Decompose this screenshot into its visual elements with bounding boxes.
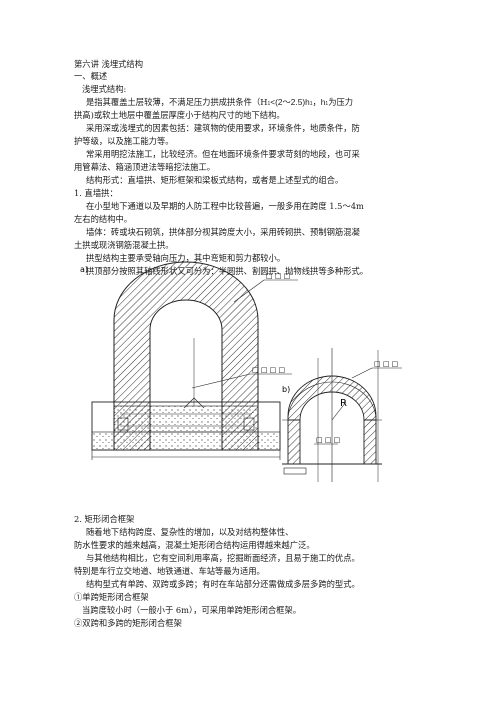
paragraph: 在小型地下通道以及早期的人防工程中比较普遍，一般多用在跨度 1.5～4m	[86, 201, 364, 211]
paragraph: 与其他结构相比，它有空间利用率高，挖掘断面经济，且易于施工的优点。	[86, 553, 360, 563]
paragraph-cont: 防水性要求的越来越高，混凝土矩形闭合结构运用得越来越广泛。	[74, 540, 315, 550]
arch-structure-figure: a) □ □ □ □ □ □ □ b)	[80, 261, 402, 482]
subheading-straight-wall-arch: 1. 直墙拱：	[74, 188, 118, 198]
definition-line: 是指其覆盖土层较薄，不满足压力拱成拱条件（H1<(2～2.5)h1，h1为压力	[86, 97, 354, 107]
paragraph: 拱型结构主要承受轴向压力，其中弯矩和剪力都较小。	[86, 253, 286, 263]
paragraph: 拱顶部分按照其轴线形状又可分为：半圆拱、割圆拱、抛物线拱等多种形式。	[86, 266, 369, 276]
callout-label-a1: □ □ □	[266, 272, 290, 280]
list-item-single-span: ①单跨矩形闭合框架	[74, 592, 149, 602]
paragraph: 当跨度较小时（一般小于 6m），可采用单跨矩形闭合框架。	[82, 605, 302, 615]
paragraph-cont: 护等级，以及施工能力等。	[74, 136, 174, 146]
radius-label: R	[340, 398, 347, 409]
paragraph: 采用深或浅埋式的因素包括：建筑物的使用要求，环境条件，地质条件，防	[86, 123, 360, 133]
paragraph: 常采用明挖法施工，比较经济。但在地面环境条件要求苛刻的地段，也可采	[86, 149, 360, 159]
arch-diagram-b: R □ □ □ □ □ □	[282, 348, 402, 482]
callout-label-b1: □ □ □	[374, 360, 398, 368]
lecture-title: 第六讲 浅埋式结构	[74, 59, 144, 69]
section-heading-overview: 一、概述	[74, 71, 108, 81]
paragraph-cont: 左右的结构中。	[74, 214, 133, 224]
paragraph: 结构形式：直墙拱、矩形框架和梁板式结构，或者是上述型式的组合。	[86, 175, 344, 185]
figure-label-a: a)	[80, 265, 88, 274]
callout-label-b2: □ □ □	[316, 436, 340, 444]
figure-label-b: b)	[282, 385, 290, 394]
callout-label-a2: □ □ □ □	[252, 366, 285, 374]
definition-line-cont: 拱高)或软土地层中覆盖层厚度小于结构尺寸的地下结构。	[74, 110, 285, 120]
paragraph-cont: 用管幕法、箱涵顶进法等暗挖法施工。	[74, 162, 216, 172]
paragraph: 随着地下结构跨度、复杂性的增加，以及对结构整体性、	[86, 527, 294, 537]
paragraph-cont: 土拱或现浇钢筋混凝土拱。	[74, 240, 174, 250]
subheading-rectangular-frame: 2. 矩形闭合框架	[74, 514, 135, 524]
list-item-multi-span: ②双跨和多跨的矩形闭合框架	[74, 618, 182, 628]
paragraph: 结构型式有单跨、双跨或多跨；有时在车站部分还需做成多层多跨的型式。	[86, 579, 360, 589]
paragraph-cont: 特别是车行立交地道、地铁通道、车站等最为适用。	[74, 566, 265, 576]
paragraph: 墙体：砖或块石砌筑，拱体部分视其跨度大小，采用砖砌拱、预制钢筋混凝	[86, 227, 360, 237]
definition-label: 浅埋式结构:	[82, 84, 127, 94]
arch-diagram-a: □ □ □ □ □ □ □	[91, 261, 298, 460]
